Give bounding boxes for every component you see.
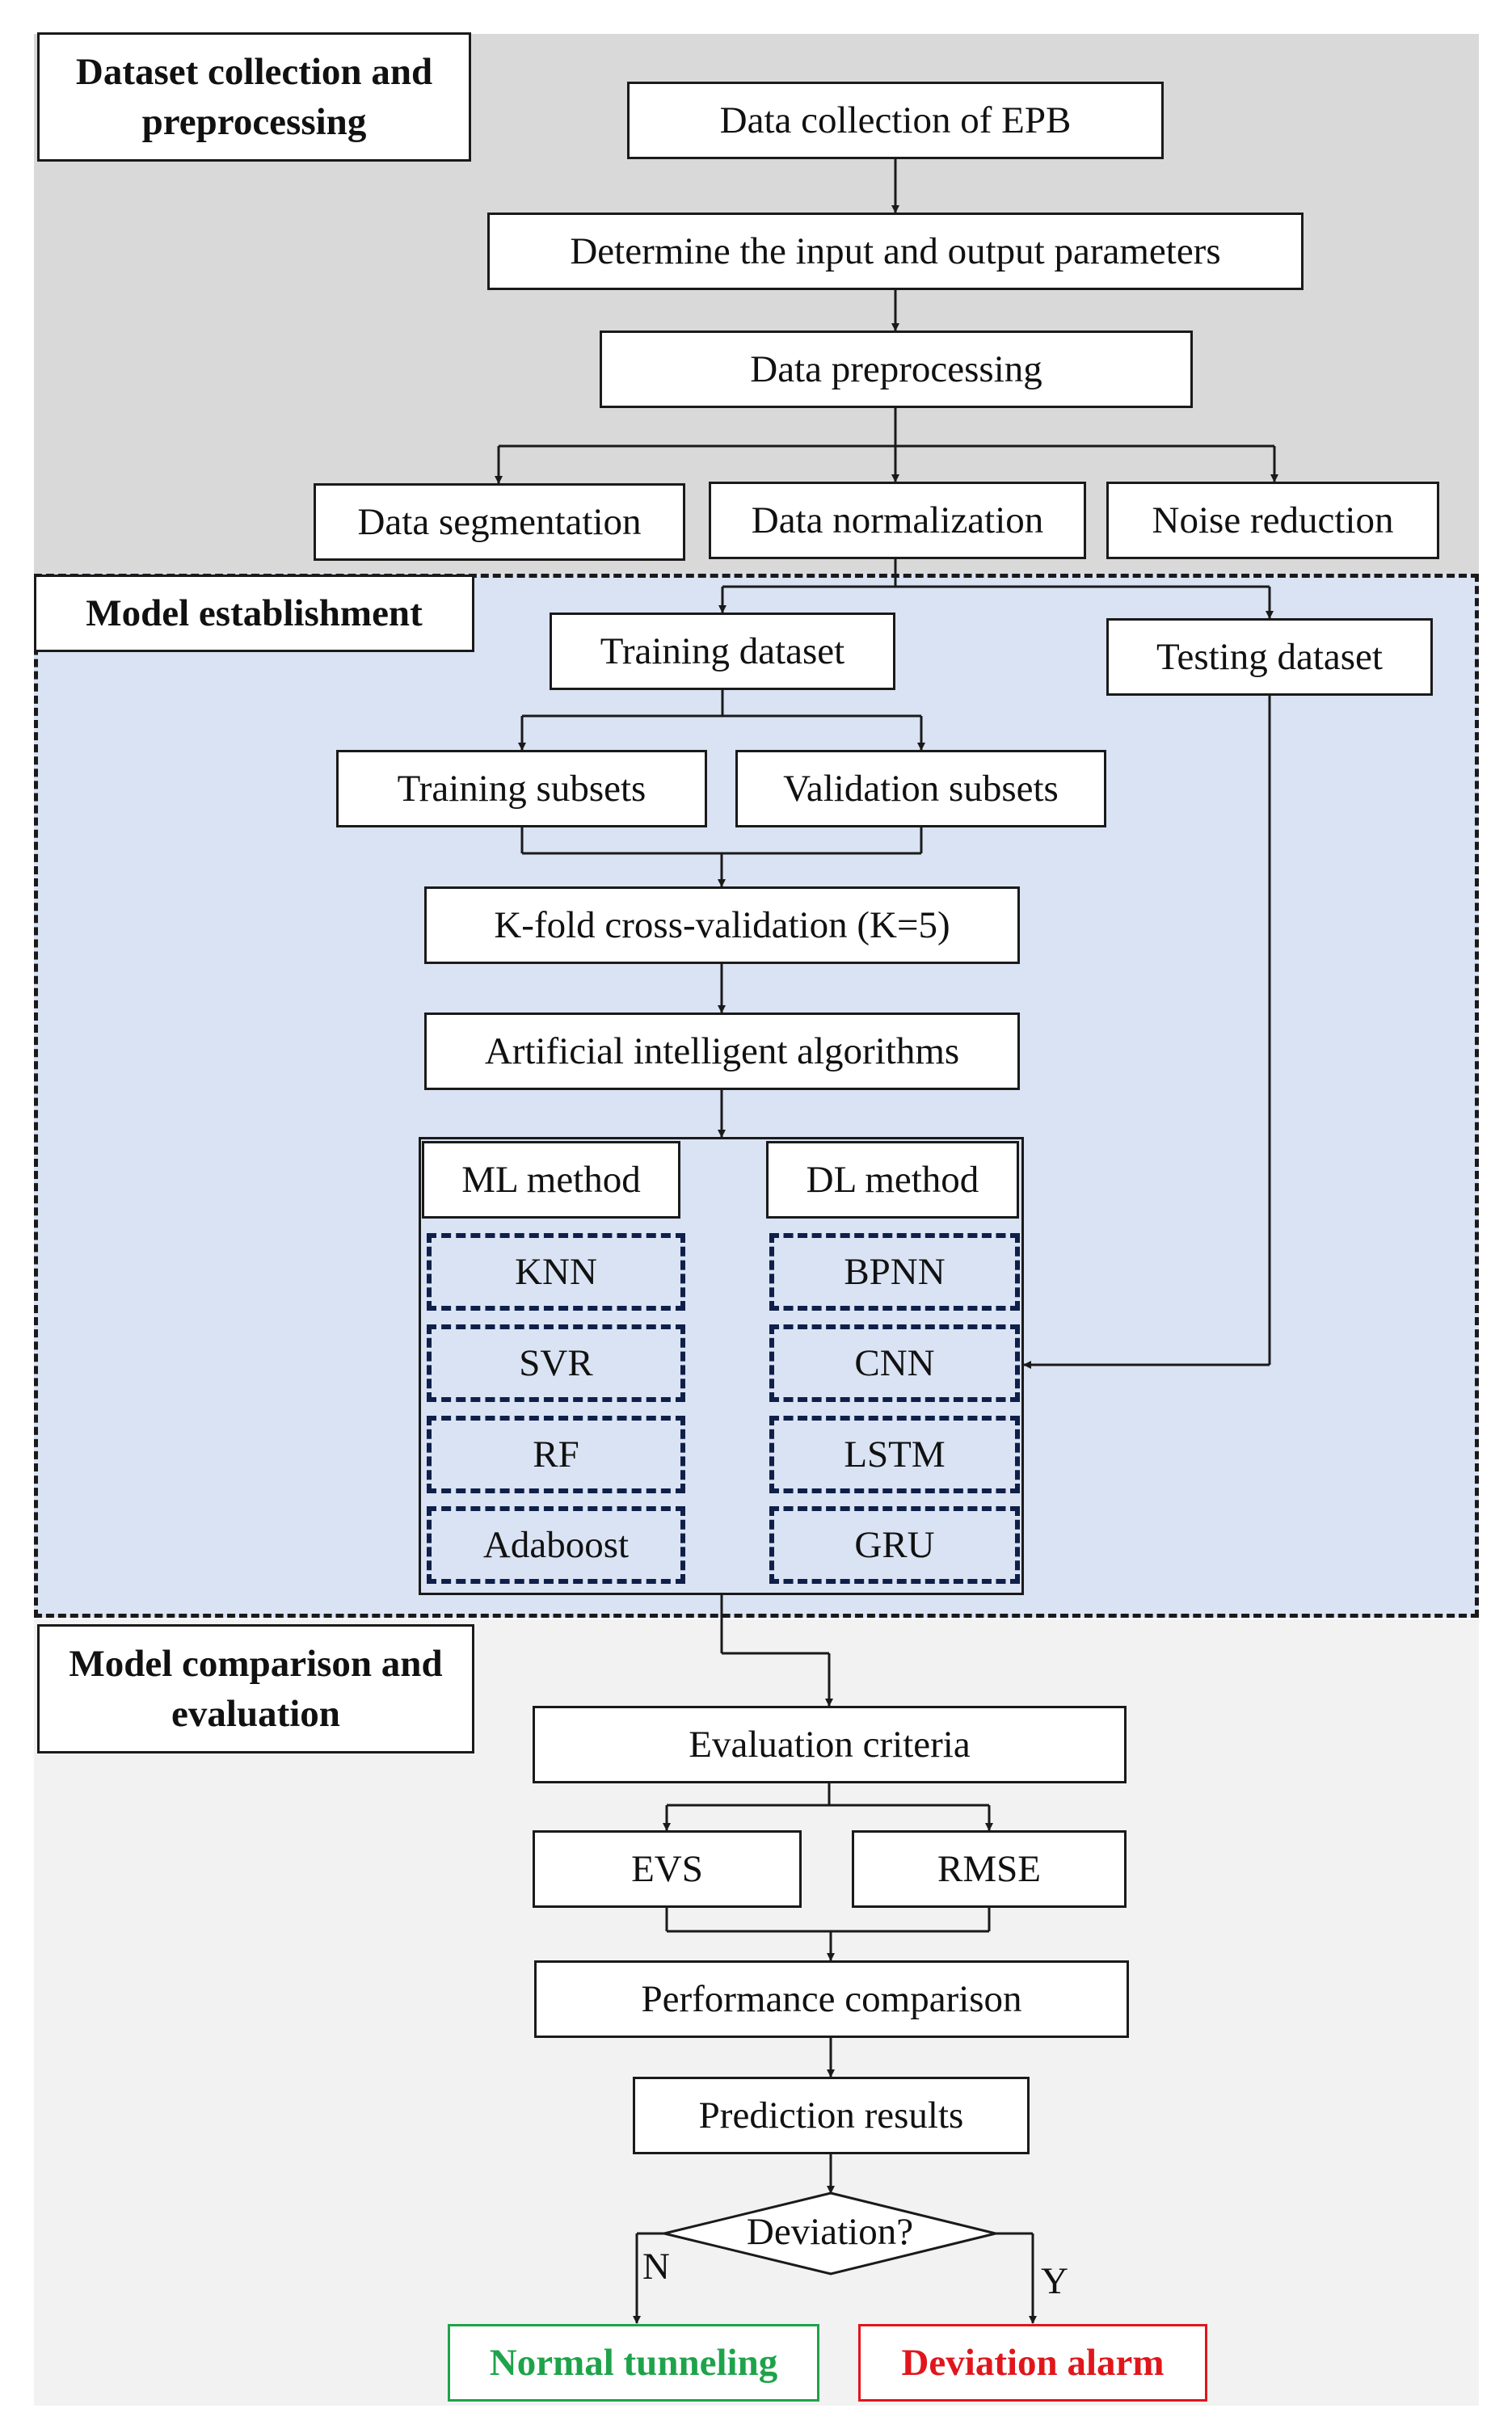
model-section-title: Model establishment: [34, 575, 474, 652]
dl-item-gru: GRU: [769, 1506, 1020, 1584]
dl-method-title: DL method: [766, 1141, 1019, 1219]
ai-algorithms-box: Artificial intelligent algorithms: [424, 1013, 1020, 1090]
testing-dataset-box: Testing dataset: [1106, 618, 1433, 696]
training-dataset-box: Training dataset: [550, 613, 895, 690]
determine-parameters-box: Determine the input and output parameter…: [487, 213, 1304, 290]
dl-item-cnn: CNN: [769, 1324, 1020, 1402]
data-preprocessing-box: Data preprocessing: [600, 330, 1193, 408]
ml-item-rf: RF: [427, 1416, 685, 1493]
decision-label: Deviation?: [746, 2211, 914, 2253]
model-section: [34, 574, 1479, 1618]
methods-container: [419, 1137, 1024, 1595]
normal-tunneling-box: Normal tunneling: [448, 2324, 819, 2402]
deviation-alarm-box: Deviation alarm: [858, 2324, 1207, 2402]
evaluation-criteria-box: Evaluation criteria: [533, 1706, 1127, 1783]
no-branch-label: N: [642, 2246, 670, 2288]
ml-item-svr: SVR: [427, 1324, 685, 1402]
preprocessing-section-title: Dataset collection and preprocessing: [37, 32, 471, 162]
dl-item-bpnn: BPNN: [769, 1233, 1020, 1311]
data-collection-box: Data collection of EPB: [627, 82, 1164, 159]
evs-box: EVS: [533, 1830, 802, 1908]
evaluation-section-title: Model comparison and evaluation: [37, 1624, 474, 1753]
yes-branch-label: Y: [1041, 2260, 1068, 2302]
rmse-box: RMSE: [852, 1830, 1127, 1908]
noise-reduction-box: Noise reduction: [1106, 482, 1439, 559]
ml-method-title: ML method: [422, 1141, 680, 1219]
decision-diamond: [663, 2191, 996, 2276]
dl-item-lstm: LSTM: [769, 1416, 1020, 1493]
training-subsets-box: Training subsets: [336, 750, 707, 827]
performance-comparison-box: Performance comparison: [534, 1960, 1129, 2038]
validation-subsets-box: Validation subsets: [735, 750, 1106, 827]
data-segmentation-box: Data segmentation: [314, 483, 685, 561]
prediction-results-box: Prediction results: [633, 2077, 1030, 2154]
kfold-box: K-fold cross-validation (K=5): [424, 886, 1020, 964]
ml-item-adaboost: Adaboost: [427, 1506, 685, 1584]
ml-item-knn: KNN: [427, 1233, 685, 1311]
data-normalization-box: Data normalization: [709, 482, 1086, 559]
